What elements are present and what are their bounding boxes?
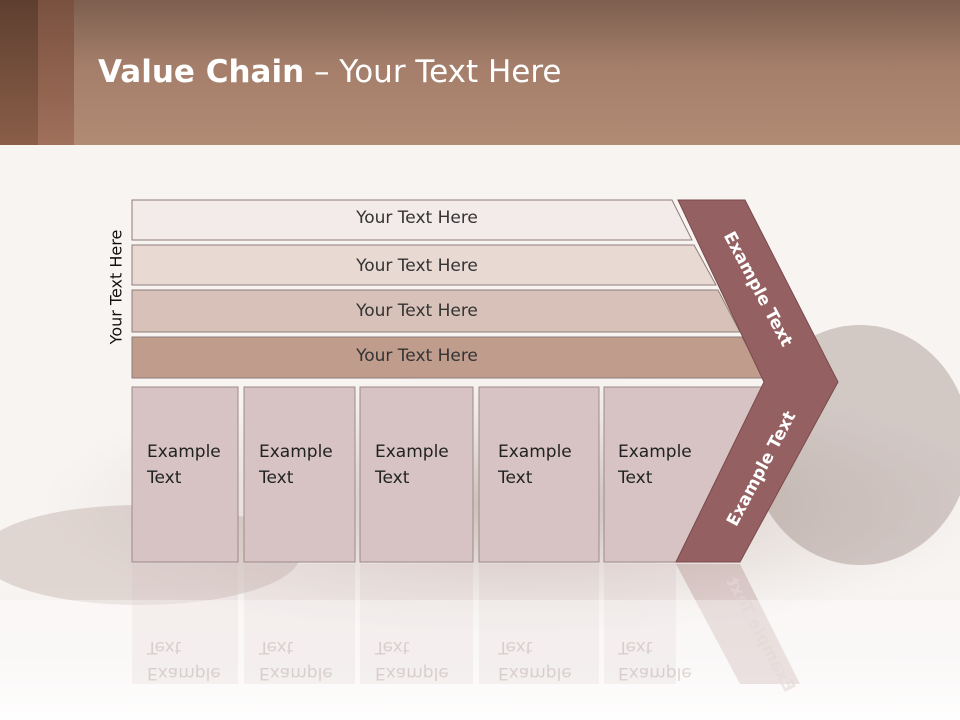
cell-5-line2: Text (618, 468, 653, 488)
cell-4-line2: Text (498, 468, 533, 488)
title-bold: Value Chain (98, 54, 305, 90)
cell-3-reflection: Example Text (375, 634, 470, 686)
cell-4-reflection-line1: Example (498, 663, 572, 683)
cell-1-reflection-line1: Example (147, 663, 221, 683)
cell-1 (131, 386, 239, 563)
slide-title: Value Chain – Your Text Here (98, 54, 562, 90)
bar-1 (131, 199, 693, 241)
bar-2-label: Your Text Here (356, 256, 478, 276)
chevron-arrow (675, 199, 839, 563)
bar-2 (131, 244, 717, 286)
bar-3-label: Your Text Here (356, 301, 478, 321)
cell-5-reflection-line1: Example (618, 663, 692, 683)
cell-5-line1: Example (618, 442, 692, 462)
cell-4-reflection: Example Text (498, 634, 593, 686)
cell-1-line2: Text (147, 468, 182, 488)
cell-2-line1: Example (259, 442, 333, 462)
header-band: Value Chain – Your Text Here (0, 0, 960, 145)
cell-2 (243, 386, 356, 563)
cell-4-label: Example Text (498, 439, 593, 491)
cell-2-reflection-line1: Example (259, 663, 333, 683)
chevron-reflection (676, 564, 800, 684)
cell-4 (478, 386, 600, 563)
cell-2-line2: Text (259, 468, 294, 488)
cell-4-line1: Example (498, 442, 572, 462)
header-accent-mid (38, 0, 74, 145)
bar-4-label: Your Text Here (356, 346, 478, 366)
cell-1-label: Example Text (147, 439, 242, 491)
cell-1-reflection: Example Text (147, 634, 242, 686)
cell-5-reflection: Example Text (618, 634, 713, 686)
cell-3-reflection-line2: Text (375, 637, 410, 657)
cell-4-reflection-line2: Text (498, 637, 533, 657)
cell-3-line1: Example (375, 442, 449, 462)
cell-2-reflection: Example Text (259, 634, 354, 686)
title-rest: Your Text Here (339, 54, 562, 90)
cell-2-reflection-line2: Text (259, 637, 294, 657)
cells-reflection (132, 564, 676, 684)
header-accent-dark (0, 0, 38, 145)
cell-5-label: Example Text (618, 439, 713, 491)
bar-1-label: Your Text Here (356, 208, 478, 228)
cell-3-line2: Text (375, 468, 410, 488)
cell-3-label: Example Text (375, 439, 470, 491)
cell-3 (359, 386, 474, 563)
cell-2-label: Example Text (259, 439, 354, 491)
cell-1-line1: Example (147, 442, 221, 462)
cell-1-reflection-line2: Text (147, 637, 182, 657)
cell-3-reflection-line1: Example (375, 663, 449, 683)
title-separator: – (304, 54, 340, 90)
cell-5-reflection-line2: Text (618, 637, 653, 657)
